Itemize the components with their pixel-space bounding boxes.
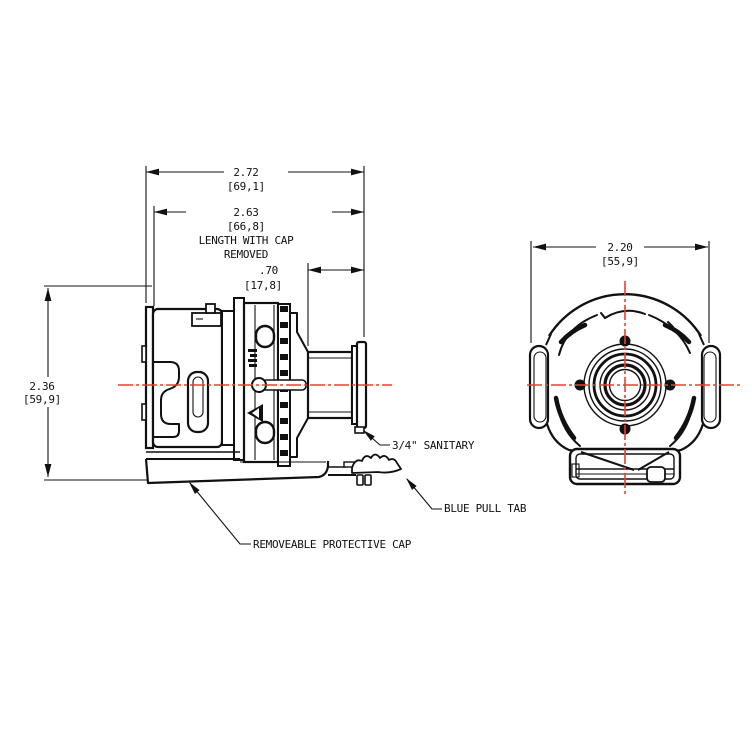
leader-line: [189, 482, 251, 545]
dim-metric: [69,1]: [227, 180, 265, 193]
dimension-length-cap-removed: 2.63 [66,8] LENGTH WITH CAP REMOVED: [153, 206, 364, 306]
arrow-icon: [695, 243, 708, 251]
arrow-icon: [154, 208, 167, 216]
ferrule-clip: [354, 426, 365, 434]
endview-ear-right: [700, 344, 722, 430]
leader-arrow-icon: [406, 478, 417, 490]
callout-pull-tab: BLUE PULL TAB: [406, 478, 527, 515]
endview-sweep-right: [675, 423, 705, 453]
coupler-collar: [233, 297, 245, 461]
dimension-sanitary-end: .70 [17,8]: [244, 263, 364, 346]
dim-value: 2.63: [233, 206, 258, 219]
endview-shoulder-right: [698, 333, 705, 346]
molded-text-marks: [248, 349, 257, 367]
arrow-icon: [44, 288, 52, 301]
endview-ear-left: [528, 344, 550, 430]
dimension-overall-height: 2.36 [59,9]: [23, 285, 152, 481]
dim-metric: [59,9]: [23, 393, 61, 406]
dimension-end-width: 2.20 [55,9]: [530, 241, 710, 343]
endview-tab-diag-right: [637, 451, 670, 471]
coupler-panel: [221, 310, 235, 446]
arrow-icon: [351, 266, 364, 274]
dim-metric: [17,8]: [244, 279, 282, 292]
arrow-icon: [146, 168, 159, 176]
arrow-icon: [44, 464, 52, 477]
leader-line: [406, 478, 442, 510]
endview-tab-detail: [571, 463, 580, 478]
callout-text: 3/4" SANITARY: [392, 439, 475, 452]
dim-note-2: REMOVED: [224, 248, 268, 261]
dim-value: 2.36: [29, 380, 54, 393]
cap-rim-tab-top: [141, 345, 147, 363]
endview-sweep-left: [545, 423, 575, 453]
cap-rim-tab-bottom: [141, 403, 147, 421]
dimension-overall-length: 2.72 [69,1]: [145, 166, 365, 337]
tab-foot-1: [356, 474, 364, 486]
arrow-icon: [351, 168, 364, 176]
endview-ear-left-inner: [533, 351, 547, 423]
arrow-icon: [533, 243, 546, 251]
dim-value: 2.20: [607, 241, 632, 254]
tab-foot-2: [364, 474, 372, 486]
cap-handle-pocket: [153, 361, 180, 438]
endview-shoulder-left: [545, 333, 552, 346]
dim-value: 2.72: [233, 166, 258, 179]
endview-ear-right-inner: [703, 351, 717, 423]
callout-protective-cap: REMOVEABLE PROTECTIVE CAP: [189, 482, 412, 551]
dim-metric: [55,9]: [601, 255, 639, 268]
arrow-icon: [351, 208, 364, 216]
callout-sanitary: 3/4" SANITARY: [363, 430, 475, 452]
dim-note-1: LENGTH WITH CAP: [199, 234, 295, 247]
leader-arrow-icon: [363, 430, 375, 441]
coupler-slot-top: [254, 324, 276, 349]
cap-slot: [186, 370, 210, 434]
dim-metric: [66,8]: [227, 220, 265, 233]
arrow-icon: [308, 266, 321, 274]
endview-grip-shading: [553, 322, 697, 441]
callout-text: REMOVEABLE PROTECTIVE CAP: [253, 538, 412, 551]
flow-triangle-inner: [252, 408, 259, 418]
callout-text: BLUE PULL TAB: [444, 502, 527, 515]
coupler-slot-bottom: [254, 420, 276, 445]
endview-tab-latch: [646, 466, 666, 483]
dim-value: .70: [259, 264, 278, 277]
leader-arrow-icon: [189, 482, 200, 494]
pull-tab-crimp: [351, 453, 402, 474]
skirt-outline: [144, 458, 330, 485]
side-view: [141, 297, 402, 486]
cap-slot-inner: [192, 376, 204, 418]
cap-latch-block: [205, 303, 216, 314]
